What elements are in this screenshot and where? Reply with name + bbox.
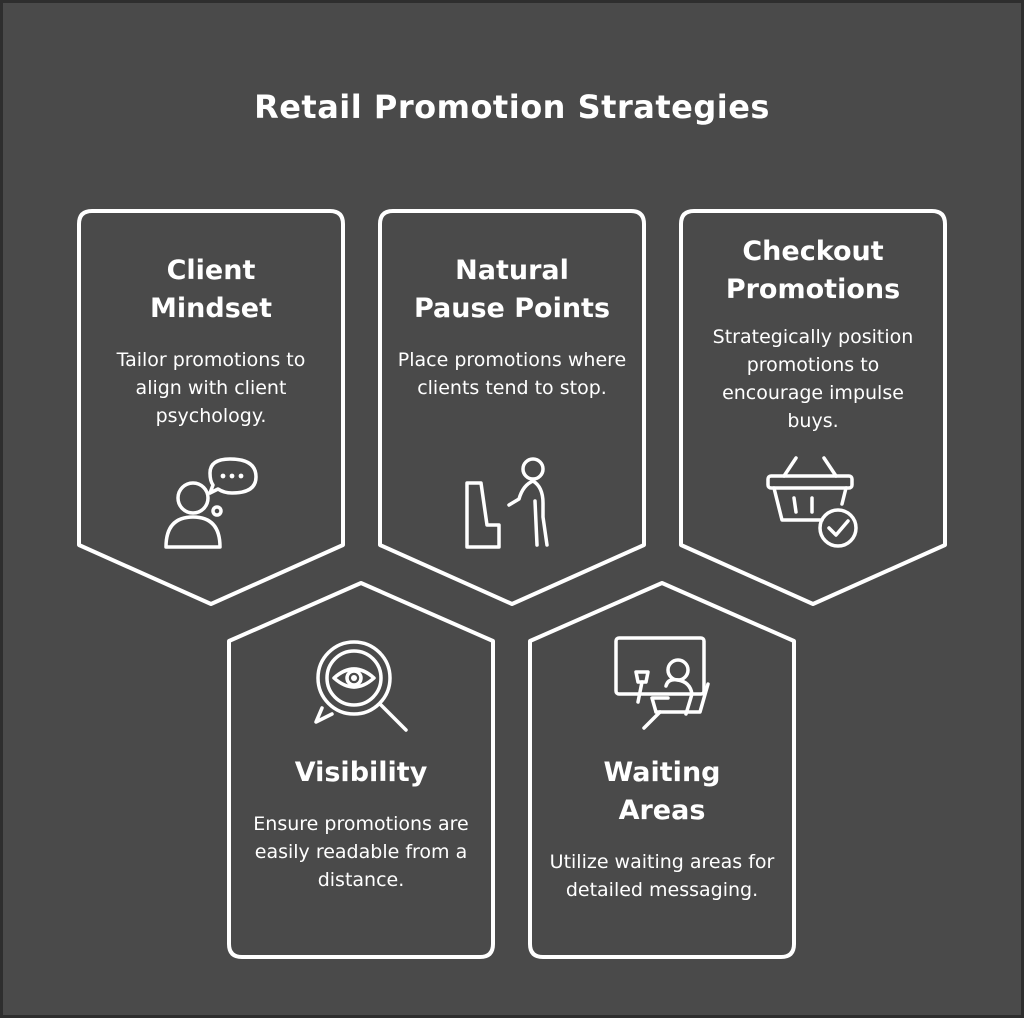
card-title-line1: Visibility — [294, 757, 428, 788]
card-title-line1: Checkout — [742, 236, 884, 267]
card-description: Place promotions where clients tend to s… — [397, 349, 627, 399]
card-description: Strategically position promotions to enc… — [712, 326, 914, 432]
card-visibility-shape — [227, 581, 495, 959]
card-title-line1: Client — [166, 255, 256, 286]
card-description: Ensure promotions are easily readable fr… — [253, 813, 469, 891]
card-checkout-promotions: Checkout Promotions Strategically positi… — [694, 233, 932, 435]
card-title-line1: Natural — [455, 255, 569, 286]
thinking-person-icon — [164, 457, 258, 549]
card-natural-pause-points: Natural Pause Points Place promotions wh… — [397, 252, 627, 402]
card-description: Utilize waiting areas for detailed messa… — [549, 851, 775, 901]
card-title-line2: Mindset — [150, 293, 272, 324]
card-title-line1: Waiting — [603, 757, 721, 788]
card-client-mindset: Client Mindset Tailor promotions to alig… — [96, 252, 326, 430]
card-title-line2: Areas — [618, 795, 706, 826]
card-description: Tailor promotions to align with client p… — [116, 349, 306, 427]
card-visibility: Visibility Ensure promotions are easily … — [246, 754, 476, 894]
card-title-line2: Pause Points — [413, 293, 611, 324]
card-checkout-shape — [679, 209, 947, 606]
card-title-line2: Promotions — [725, 274, 901, 305]
card-waiting-areas-shape — [528, 581, 796, 959]
person-at-kiosk-icon — [465, 457, 549, 549]
card-natural-pause-shape — [378, 209, 646, 606]
card-client-mindset-shape — [77, 209, 345, 606]
basket-check-icon — [766, 456, 858, 548]
eye-magnifier-icon — [314, 640, 408, 732]
waiting-room-icon — [614, 636, 710, 730]
card-waiting-areas: Waiting Areas Utilize waiting areas for … — [547, 754, 777, 904]
diagram-title: Retail Promotion Strategies — [254, 88, 770, 126]
